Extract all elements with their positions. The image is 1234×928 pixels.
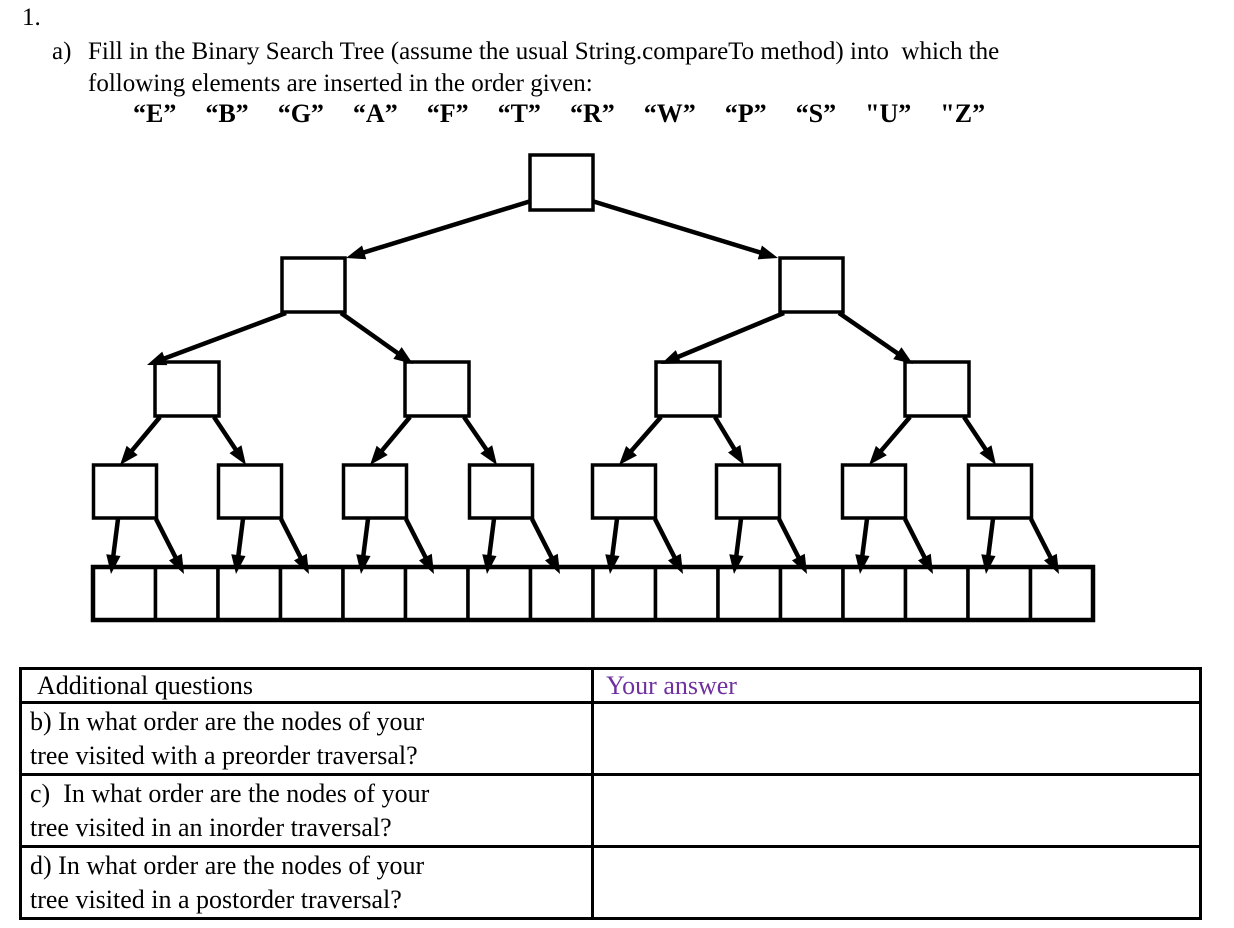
problem-number: 1. — [22, 4, 41, 31]
tree-arrow — [902, 517, 933, 574]
tree-arrow — [482, 518, 497, 574]
tree-leaf-cell-12[interactable] — [778, 565, 845, 622]
part-a-line1: Fill in the Binary Search Tree (assume t… — [88, 38, 1000, 65]
tree-arrow — [356, 518, 371, 574]
tree-arrow — [403, 517, 434, 574]
tree-node-root[interactable] — [528, 153, 595, 212]
tree-arrow — [869, 415, 912, 465]
part-a-marker: a) — [52, 38, 72, 65]
header-additional-questions: Additional questions — [19, 667, 594, 704]
tree-arrow — [661, 310, 785, 364]
tree-node-l4-2[interactable] — [216, 463, 284, 520]
sequence-item: "U” — [865, 99, 912, 128]
tree-arrow — [619, 415, 663, 465]
sequence-item: “S” — [795, 99, 837, 128]
tree-arrow — [106, 518, 121, 574]
tree-leaf-cell-9[interactable] — [591, 565, 658, 622]
tree-arrow — [370, 415, 412, 465]
insert-sequence: “E” “B” “G” “A” “F” “T” “R” “W” “P” “S” "U” "Z” — [133, 99, 985, 129]
sequence-item: “R” — [569, 99, 615, 128]
tree-node-l4-1[interactable] — [91, 463, 159, 520]
question-row-d: d) In what order are the nodes of your t… — [19, 845, 1202, 920]
tree-leaf-cell-1[interactable] — [91, 565, 158, 622]
part-a-line2: following elements are inserted in the o… — [88, 70, 593, 97]
additional-questions-table: Additional questions Your answer b) In w… — [19, 667, 1202, 920]
tree-leaf-cell-14[interactable] — [903, 565, 970, 622]
sequence-item: “E” — [133, 99, 177, 128]
sequence-item: “F” — [426, 99, 469, 128]
header-your-answer: Your answer — [591, 667, 1202, 704]
sequence-item: "Z” — [940, 99, 986, 128]
tree-arrow — [591, 198, 778, 260]
tree-arrow — [962, 415, 996, 465]
tree-arrow — [837, 311, 913, 364]
sequence-item: “T” — [497, 99, 541, 128]
tree-node-l4-3[interactable] — [341, 463, 409, 520]
tree-node-l2-1[interactable] — [280, 256, 347, 314]
question-cell-d: d) In what order are the nodes of your t… — [19, 845, 594, 920]
sequence-item: “B” — [205, 99, 249, 128]
tree-arrow — [529, 517, 560, 574]
tree-arrow — [1028, 517, 1059, 574]
answer-cell-d[interactable] — [591, 845, 1202, 920]
tree-node-l3-4[interactable] — [903, 360, 971, 418]
tree-node-l4-8[interactable] — [966, 463, 1034, 520]
question-row-b: b) In what order are the nodes of your t… — [19, 701, 1202, 776]
tree-leaf-cell-11[interactable] — [716, 565, 783, 622]
tree-arrow — [462, 415, 497, 465]
tree-node-l3-2[interactable] — [403, 360, 471, 418]
tree-arrow — [120, 415, 162, 465]
tree-arrow — [729, 518, 744, 574]
tree-arrow — [605, 518, 620, 574]
question-cell-b: b) In what order are the nodes of your t… — [19, 701, 594, 776]
tree-node-l3-3[interactable] — [654, 360, 722, 418]
tree-leaf-cell-8[interactable] — [528, 565, 595, 622]
tree-arrow — [776, 517, 807, 574]
tree-leaf-cell-15[interactable] — [966, 565, 1033, 622]
tree-arrow — [981, 518, 996, 574]
tree-arrow — [652, 517, 683, 574]
answer-cell-c[interactable] — [591, 773, 1202, 848]
tree-arrow — [713, 415, 744, 465]
tree-node-l4-6[interactable] — [714, 463, 782, 520]
tree-leaf-cell-6[interactable] — [403, 565, 470, 622]
tree-arrow — [212, 415, 246, 465]
part-a-text: Fill in the Binary Search Tree (assume t… — [88, 36, 999, 100]
tree-leaf-cell-16[interactable] — [1028, 565, 1095, 622]
answer-cell-b[interactable] — [591, 701, 1202, 776]
tree-leaf-cell-13[interactable] — [841, 565, 908, 622]
sequence-item: “W” — [643, 99, 696, 128]
tree-leaf-cell-7[interactable] — [466, 565, 533, 622]
tree-arrow — [346, 198, 532, 260]
sequence-item: “P” — [724, 99, 767, 128]
part-a-instruction: a) Fill in the Binary Search Tree (assum… — [52, 36, 999, 100]
tree-node-l2-2[interactable] — [778, 256, 845, 314]
tree-leaf-cell-3[interactable] — [216, 565, 283, 622]
tree-node-l3-1[interactable] — [153, 360, 221, 418]
tree-node-l4-5[interactable] — [590, 463, 658, 520]
table-header-row: Additional questions Your answer — [19, 667, 1202, 704]
sequence-item: “A” — [352, 99, 398, 128]
binary-tree-diagram — [90, 153, 1096, 623]
tree-arrow — [339, 311, 413, 364]
tree-arrow — [147, 310, 287, 366]
tree-leaf-cell-2[interactable] — [153, 565, 220, 622]
question-row-c: c) In what order are the nodes of your t… — [19, 773, 1202, 848]
question-cell-c: c) In what order are the nodes of your t… — [19, 773, 594, 848]
tree-leaf-cell-5[interactable] — [341, 565, 408, 622]
tree-arrow — [278, 517, 309, 574]
tree-leaf-cell-10[interactable] — [653, 565, 720, 622]
tree-node-l4-4[interactable] — [467, 463, 535, 520]
tree-leaf-cell-4[interactable] — [278, 565, 345, 622]
tree-arrow — [855, 518, 870, 574]
tree-arrow — [153, 517, 184, 574]
tree-node-l4-7[interactable] — [840, 463, 908, 520]
sequence-item: “G” — [277, 99, 324, 128]
tree-arrow — [231, 518, 246, 574]
